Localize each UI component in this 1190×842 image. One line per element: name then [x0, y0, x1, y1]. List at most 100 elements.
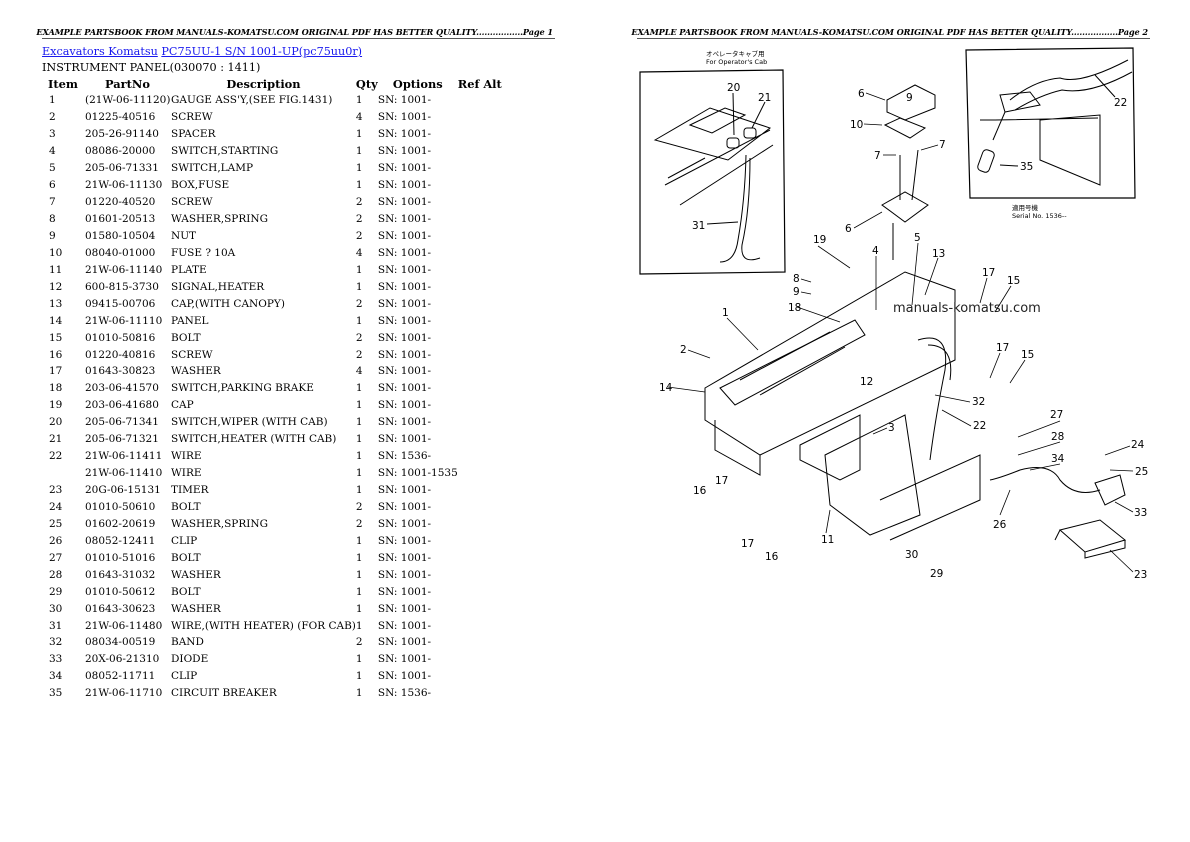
cell-options: SN: 1001- [377, 348, 432, 361]
cell-description: WASHER [171, 365, 221, 378]
callout-29: 29 [930, 568, 943, 580]
cell-options: SN: 1001- [377, 585, 432, 598]
callout-35: 35 [1020, 161, 1033, 173]
cell-qty: 1 [355, 399, 363, 412]
cell-options: SN: 1001- [377, 636, 432, 649]
inset-serial-caption-jp: 適用号機 [1012, 203, 1039, 212]
callout-17-left: 17 [715, 475, 728, 487]
callout-33: 33 [1134, 507, 1147, 519]
cell-options: SN: 1001- [377, 162, 432, 175]
callout-6-bottom: 6 [845, 223, 852, 235]
cell-options: SN: 1001- [377, 111, 432, 124]
cell-options: SN: 1001- [377, 94, 432, 107]
cell-partno: 01010-50610 [85, 500, 156, 513]
cell-options: SN: 1001- [377, 297, 432, 310]
cell-options: SN: 1001- [377, 534, 432, 547]
cell-description: SWITCH,STARTING [171, 145, 279, 158]
cell-qty: 1 [355, 94, 363, 107]
cell-qty: 2 [355, 297, 363, 310]
cell-options: SN: 1001- [377, 229, 432, 242]
cell-item: 15 [49, 331, 63, 344]
cell-partno: 21W-06-11110 [85, 314, 163, 327]
cell-item: 31 [49, 619, 63, 632]
cell-description: BOX,FUSE [171, 179, 230, 192]
cell-qty: 1 [355, 534, 363, 547]
cell-options: SN: 1001- [377, 263, 432, 276]
cell-options: SN: 1001- [377, 314, 432, 327]
cell-options: SN: 1001- [377, 331, 432, 344]
callout-labels: 20 21 31 6 9 10 7 7 6 22 35 19 4 5 13 17… [659, 82, 1148, 581]
cell-options: SN: 1001-1535 [377, 467, 458, 480]
callout-16-bottom: 16 [765, 551, 779, 563]
breadcrumb-link-model[interactable]: PC75UU-1 S/N 1001-UP(pc75uu0r) [161, 45, 363, 58]
cell-qty: 1 [355, 467, 363, 480]
cell-description: SWITCH,PARKING BRAKE [171, 382, 314, 395]
callout-16-left: 16 [693, 485, 707, 497]
cell-qty: 1 [355, 568, 363, 581]
inset-serial-caption: Serial No. 1536-- [1012, 212, 1067, 220]
cell-qty: 1 [355, 585, 363, 598]
cell-options: SN: 1001- [377, 517, 432, 530]
leader-lines [667, 92, 1134, 573]
callout-26: 26 [993, 519, 1007, 531]
header-divider [42, 38, 555, 39]
col-header-description: Description [226, 77, 301, 91]
cell-options: SN: 1001- [377, 484, 432, 497]
callout-7-left: 7 [874, 150, 881, 162]
cell-options: SN: 1001- [377, 145, 432, 158]
breadcrumb: Excavators Komatsu PC75UU-1 S/N 1001-UP(… [42, 45, 362, 58]
cell-qty: 1 [355, 416, 363, 429]
callout-6-top: 6 [858, 88, 865, 100]
cell-description: SCREW [171, 111, 213, 124]
cell-qty: 1 [355, 162, 363, 175]
cell-partno: 01220-40816 [85, 348, 156, 361]
callout-22-inset: 22 [1114, 97, 1127, 109]
cell-qty: 1 [355, 484, 363, 497]
cell-description: SCREW [171, 348, 213, 361]
cell-partno: 21W-06-11710 [85, 687, 163, 700]
callout-11: 11 [821, 534, 834, 546]
cell-partno: 01601-20513 [85, 213, 156, 226]
callout-24: 24 [1131, 439, 1145, 451]
cell-description: WASHER,SPRING [171, 213, 268, 226]
cell-qty: 4 [355, 365, 363, 378]
breadcrumb-link-excavators[interactable]: Excavators Komatsu [42, 45, 158, 58]
cell-description: SCREW [171, 196, 213, 209]
cell-description: CLIP [171, 670, 198, 683]
callout-32: 32 [972, 396, 985, 408]
callout-18: 18 [788, 302, 801, 314]
callout-28: 28 [1051, 431, 1064, 443]
page-1: EXAMPLE PARTSBOOK FROM MANUALS-KOMATSU.C… [36, 27, 555, 702]
cell-partno: 08086-20000 [85, 145, 156, 158]
cell-item: 10 [49, 246, 63, 259]
cell-partno: 01643-30623 [85, 602, 156, 615]
cell-options: SN: 1001- [377, 602, 432, 615]
inset-caption-jp: オペレータキャブ用 [706, 49, 765, 58]
cell-description: CAP [171, 399, 194, 412]
cell-partno: 205-26-91140 [85, 128, 159, 141]
cell-item: 32 [49, 636, 63, 649]
cell-description: CLIP [171, 534, 198, 547]
cell-description: SIGNAL,HEATER [171, 280, 265, 293]
callout-5: 5 [914, 232, 921, 244]
cell-partno: 01010-51016 [85, 551, 156, 564]
callout-4: 4 [872, 245, 879, 257]
cell-description: GAUGE ASS'Y,(SEE FIG.1431) [171, 94, 333, 107]
callout-9-top: 9 [906, 92, 913, 104]
cell-options: SN: 1536- [377, 687, 432, 700]
cell-partno: 20G-06-15131 [85, 484, 161, 497]
